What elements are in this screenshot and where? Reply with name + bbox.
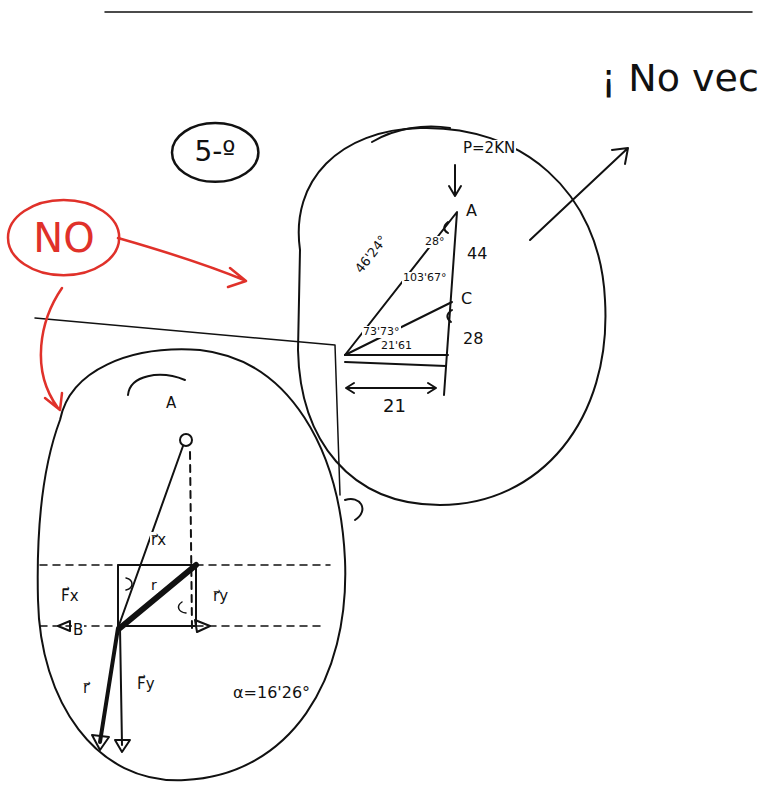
sketch-label: 103'67° [402,272,448,284]
note-text: 5-º [194,135,235,168]
angle-arc [444,222,448,233]
sketch-label: A [165,395,177,412]
arrowhead [58,620,210,752]
blob-arc [372,127,450,142]
sketch-label: r [150,578,158,593]
note-arrow [530,148,628,240]
detail-blob [38,349,346,780]
guide-line [190,452,192,628]
sketch-label: 28 [462,330,484,348]
angle-arc [126,578,186,613]
sketch-label: 21 [382,396,407,416]
triangle [345,302,452,355]
red-arrow [118,238,246,287]
angle-arc [447,310,452,322]
sketch-label: 21'61 [380,340,413,352]
sketch-label: 73'73° [362,326,401,338]
sketch-label: 28° [424,236,446,248]
circle-outline [8,200,119,275]
sketch-label: B [72,622,84,639]
sketch-label: r⃗x [150,532,167,549]
load-arrow [449,165,461,196]
sketch-label: 46'24° [352,232,391,276]
sketch-label: A [465,202,478,220]
detail-blob [298,128,605,505]
sketch-label: r⃗y [212,588,229,605]
red-arrow [41,288,62,410]
sketch-label: r⃗ [82,680,90,697]
sketch-label: F⃗y [136,676,156,693]
sketch-label: α=16'26° [232,684,311,702]
paper-edge [105,11,752,13]
triangle [345,355,448,366]
circled-note: NO [6,198,121,277]
circled-note: 5-º [170,121,260,184]
blob-arc [128,375,185,395]
triangle [345,212,457,395]
paper-sheet [35,318,340,495]
force-vector [120,628,122,745]
resultant-vector [120,565,196,628]
sketch-label: F⃗x [60,588,80,605]
circle-outline [172,123,258,182]
sketch-label: P=2KN [462,140,516,157]
pin-joint [180,434,192,446]
note-text: NO [33,215,94,261]
sketch-label: C [460,290,473,308]
sketch-label: 44 [466,245,488,263]
blob-arc [345,499,362,520]
dimension-line [346,383,436,393]
sketch-label: ¡ No vec [600,58,760,100]
force-vector [100,628,118,742]
